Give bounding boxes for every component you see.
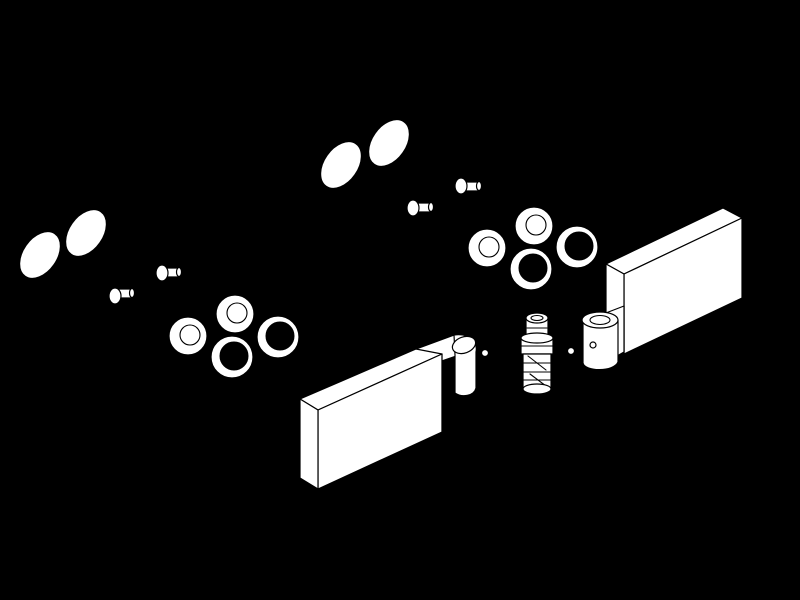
- right-cover-cap-2: [367, 118, 411, 168]
- right-bushing-ring-top: [514, 206, 554, 246]
- set-screw-left: [480, 348, 490, 358]
- right-shoulder-screw-2: [454, 177, 483, 195]
- right-shoulder-screw-1: [406, 199, 435, 217]
- set-screw-right: [566, 346, 576, 356]
- right-cover-cap-1: [319, 140, 363, 190]
- right-bushing-ring-right: [555, 225, 599, 269]
- left-bushing-ring-left: [168, 316, 208, 356]
- right-bushing-ring-left: [467, 228, 507, 268]
- left-shoulder-screw-2: [155, 264, 183, 282]
- left-bushing-ring-bottom: [210, 335, 254, 379]
- hinge-leaf-with-socket: [581, 207, 743, 371]
- left-bushing-ring-right: [256, 315, 300, 359]
- left-cover-cap-1: [18, 230, 62, 280]
- hinge-pin-cartridge: [520, 312, 554, 395]
- left-bushing-ring-top: [215, 294, 255, 334]
- left-cover-cap-2: [64, 208, 108, 258]
- hinge-leaf-with-knuckle: [299, 334, 477, 490]
- right-bushing-ring-bottom: [509, 247, 553, 291]
- left-shoulder-screw-1: [108, 287, 136, 305]
